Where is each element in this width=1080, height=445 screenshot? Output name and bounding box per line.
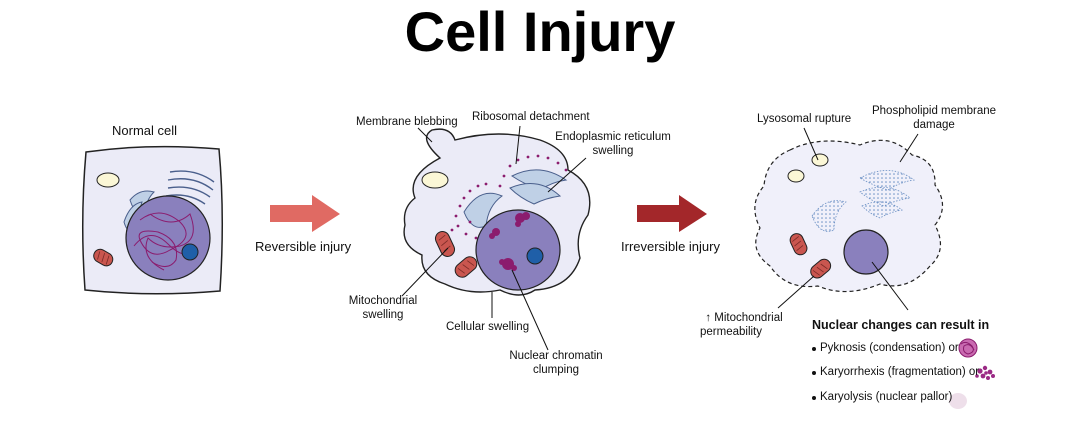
irreversible-cell-membrane [754,139,944,293]
normal-mitochondrion [93,248,114,267]
karyolysis-item: Karyolysis (nuclear pallor) [820,391,953,403]
pyknosis-icon [958,338,978,358]
lysosomes [787,153,829,183]
mitochondrial-swelling-label: Mitochondrial swelling [348,295,418,321]
bullet-dots [812,347,816,400]
irreversible-mitochondrion-2 [810,258,832,279]
ribosomes [450,154,568,240]
swollen-mitochondrion-2 [454,256,478,278]
page-title: Cell Injury [404,0,676,63]
reversible-arrow [270,195,340,232]
degraded-er [811,170,916,232]
normal-nucleolus [181,243,199,261]
ribosomal-detachment-label: Ribosomal detachment [472,111,590,123]
pyknosis-item: Pyknosis (condensation) or [820,342,959,354]
pale-nucleus [843,229,889,275]
irreversible-mitochondrion-1 [789,233,808,256]
karyolysis-icon [949,393,967,409]
cellular-swelling-label: Cellular swelling [446,321,530,333]
irreversible-cell [754,139,944,293]
reversible-leader-lines [401,125,587,351]
chromatin-clumps [489,212,530,271]
membrane-blebbing-label: Membrane blebbing [356,116,458,128]
nuclear-chromatin-label: Nuclear chromatin clumping [509,350,603,376]
reversible-nucleolus [526,247,544,265]
bleb-vesicle [421,171,449,189]
reversible-injury-label: Reversible injury [255,239,352,254]
lysosomal-rupture-label: Lysosomal rupture [757,113,852,125]
irreversible-leader-lines [777,127,919,311]
normal-cell-label: Normal cell [112,123,178,138]
mitochondrial-permeability-label: ↑ Mitochondrial permeability [700,312,783,338]
irreversible-arrow [637,195,707,232]
normal-nucleus [125,195,211,281]
reversible-er [463,169,568,228]
karyorrhexis-item: Karyorrhexis (fragmentation) or [820,366,980,378]
normal-vesicle [96,172,120,188]
irreversible-injury-label: Irreversible injury [621,239,720,254]
nuclear-changes-title: Nuclear changes can result in [812,318,990,332]
swollen-mitochondrion-1 [434,231,456,257]
phospholipid-damage-label: Phospholipid membrane damage [871,105,997,131]
karyorrhexis-icon [975,365,995,380]
er-swelling-label: Endoplasmic reticulum swelling [555,131,671,157]
reversible-cell [403,128,591,296]
normal-cell [81,145,224,295]
